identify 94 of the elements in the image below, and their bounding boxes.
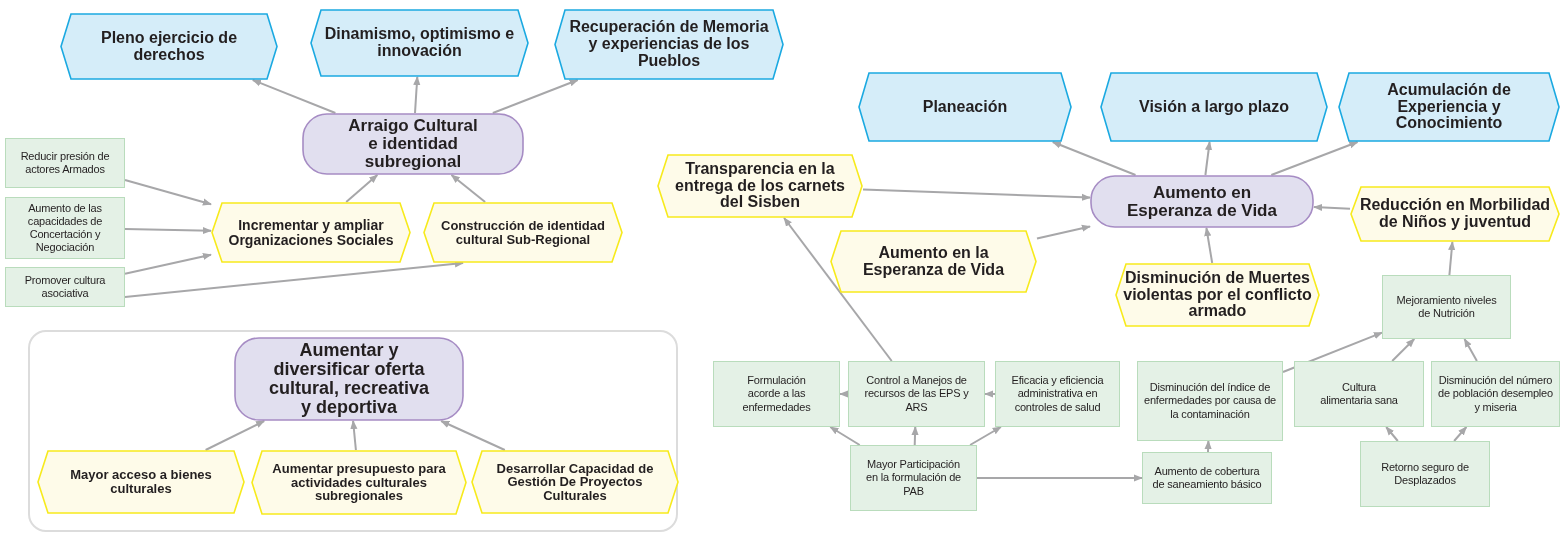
node-text: Disminución del índice de enfermedades por causa de la contaminación <box>1143 381 1277 421</box>
arrow <box>839 390 849 398</box>
arrow <box>124 179 212 206</box>
node-text: Recuperación de Memoria y experiencias de los Pueblos <box>568 19 770 70</box>
arrow <box>1313 203 1351 211</box>
goal-hexagon <box>310 9 529 77</box>
arrow <box>1385 426 1399 442</box>
action-box <box>5 197 125 259</box>
strategy-hexagon <box>251 450 467 515</box>
arrow <box>450 174 487 203</box>
node-text: Cultura alimentaria sana <box>1319 380 1399 408</box>
arrow <box>1036 224 1091 240</box>
strategy-hexagon <box>1115 263 1320 327</box>
arrow <box>440 420 506 451</box>
arrow <box>491 79 579 114</box>
node-text: Reducción en Morbilidad de Niños y juventud <box>1358 197 1552 231</box>
goal-hexagon <box>858 72 1072 142</box>
strategy-hexagon <box>657 154 863 218</box>
node-text: Construcción de identidad cultural Sub-Regional <box>440 218 606 247</box>
arrow <box>1463 338 1478 362</box>
node-text: Pleno ejercicio de derechos <box>99 29 239 64</box>
action-box <box>995 361 1120 427</box>
action-box <box>1382 275 1511 339</box>
strategy-hexagon <box>830 230 1037 293</box>
arrow <box>1204 227 1214 264</box>
node-text: Visión a largo plazo <box>1138 98 1290 116</box>
node-text: Formulación acorde a las enfermedades <box>741 374 812 414</box>
goal-hexagon <box>1100 72 1328 142</box>
node-text: Eficacia y eficiencia administrativa en controles de salud <box>1010 374 1105 414</box>
node-text: Acumulación de Experiencia y Conocimiento <box>1386 81 1512 133</box>
arrow <box>1391 338 1416 362</box>
action-box <box>1142 452 1272 504</box>
node-text: Dinamismo, optimismo e innovación <box>323 26 516 60</box>
strategy-hexagon <box>423 202 623 263</box>
arrow <box>124 226 212 235</box>
action-box <box>1294 361 1424 427</box>
arrow <box>1204 141 1213 176</box>
node-text: Planeación <box>921 98 1009 116</box>
action-box <box>1431 361 1560 427</box>
node-text: Aumento en la Esperanza de Vida <box>861 244 1006 279</box>
node-text: Arraigo Cultural e identidad subregional <box>347 117 479 171</box>
arrow <box>984 390 996 398</box>
node-text: Mejoramiento niveles de Nutrición <box>1395 293 1498 321</box>
arrow <box>969 426 1002 446</box>
arrow <box>783 217 893 362</box>
group-frame <box>28 330 678 532</box>
strategy-hexagon <box>1350 186 1560 242</box>
strategy-hexagon <box>471 450 679 514</box>
arrow <box>1282 331 1383 373</box>
arrow <box>976 474 1143 482</box>
central-goal-box <box>1090 175 1314 228</box>
action-box <box>1360 441 1490 507</box>
arrow <box>911 426 919 446</box>
arrow <box>204 420 266 451</box>
action-box <box>1137 361 1283 441</box>
goal-hexagon <box>60 13 278 80</box>
node-text: Aumentar presupuesto para actividades culturales subregionales <box>271 462 447 503</box>
action-box <box>713 361 840 427</box>
node-text: Disminución del número de población desempleo y miseria <box>1437 374 1554 414</box>
action-box <box>5 267 125 307</box>
goal-hexagon <box>1338 72 1560 142</box>
node-text: Mayor acceso a bienes culturales <box>69 468 213 496</box>
arrow <box>829 426 861 446</box>
node-text: Promover cultura asociativa <box>23 273 107 301</box>
node-text: Mayor Participación en la formulación de PAB <box>864 458 963 498</box>
strategy-hexagon <box>37 450 245 514</box>
arrow <box>1448 241 1456 276</box>
action-box <box>848 361 985 427</box>
arrow <box>413 76 421 114</box>
node-text: Aumento en Esperanza de Vida <box>1126 183 1278 220</box>
node-text: Control a Manejos de recursos de las EPS y ARS <box>863 374 970 414</box>
arrow <box>350 420 358 451</box>
arrow <box>1204 440 1212 453</box>
node-text: Aumentar y diversificar oferta cultural, recreativa y deportiva <box>267 341 431 417</box>
node-text: Disminución de Muertes violentas por el conflicto armado <box>1122 269 1313 321</box>
arrow <box>1270 141 1359 176</box>
strategy-hexagon <box>211 202 411 263</box>
goal-hexagon <box>554 9 784 80</box>
node-text: Reducir presión de actores Armados <box>19 149 111 177</box>
node-text: Desarrollar Capacidad de Gestión De Proyectos Culturales <box>495 461 655 503</box>
node-text: Incrementar y ampliar Organizaciones Sociales <box>227 217 395 248</box>
action-box <box>5 138 125 188</box>
central-goal-box <box>302 113 524 175</box>
arrow <box>251 79 337 114</box>
arrow <box>1051 141 1137 176</box>
node-text: Aumento de las capacidades de Concertación y Negociación <box>26 201 104 255</box>
arrow <box>862 188 1091 201</box>
action-box <box>850 445 977 511</box>
arrow <box>124 252 212 275</box>
node-text: Transparencia en la entrega de los carnets del Sisben <box>674 160 846 212</box>
node-text: Aumento de cobertura de saneamiento básico <box>1151 464 1263 492</box>
arrow <box>1453 426 1468 442</box>
central-goal-box <box>234 337 464 421</box>
node-text: Retorno seguro de Desplazados <box>1380 460 1470 488</box>
